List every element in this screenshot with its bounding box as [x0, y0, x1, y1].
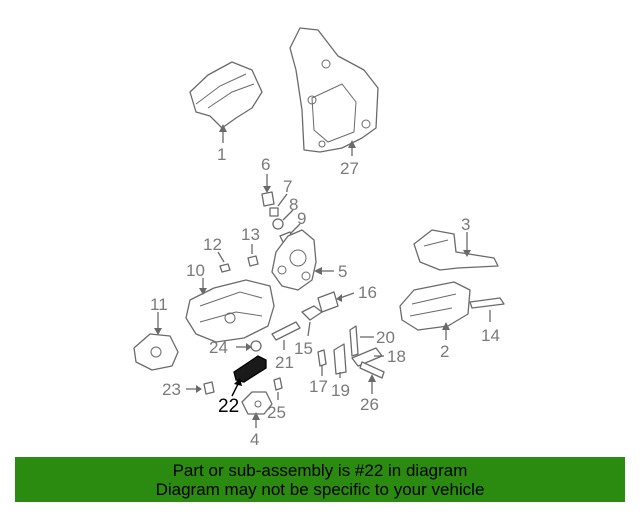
callout-25[interactable]: 25 — [267, 403, 286, 422]
part-20-spring[interactable] — [349, 325, 359, 357]
part-3-switch[interactable] — [413, 229, 499, 271]
arrow-23 — [186, 385, 202, 393]
part-10-lock-housing[interactable] — [185, 279, 275, 343]
part-25-screw[interactable] — [273, 377, 283, 391]
info-banner: Part or sub-assembly is #22 in diagram D… — [15, 457, 625, 502]
callout-21[interactable]: 21 — [275, 353, 294, 372]
part-19-link[interactable] — [333, 343, 347, 375]
arrow-22 — [231, 378, 242, 397]
part-14-lever[interactable] — [469, 297, 505, 309]
callout-14[interactable]: 14 — [481, 326, 500, 345]
part-26-rod[interactable] — [359, 361, 385, 379]
callout-24[interactable]: 24 — [209, 338, 228, 357]
callout-11[interactable]: 11 — [150, 295, 168, 314]
callout-8[interactable]: 8 — [289, 195, 298, 214]
callout-19[interactable]: 19 — [331, 381, 350, 400]
banner-line-1: Part or sub-assembly is #22 in diagram — [172, 461, 468, 480]
arrow-6 — [263, 174, 271, 193]
arrow-16 — [336, 292, 355, 302]
part-24-spring[interactable] — [250, 340, 262, 352]
part-21-rod[interactable] — [271, 321, 301, 341]
arrow-2 — [442, 322, 450, 340]
callout-26[interactable]: 26 — [360, 395, 379, 414]
callout-3[interactable]: 3 — [461, 215, 470, 234]
part-16-lever[interactable] — [317, 291, 339, 313]
callout-17[interactable]: 17 — [309, 377, 328, 396]
callout-10[interactable]: 10 — [186, 261, 205, 280]
arrow-27 — [348, 140, 356, 156]
arrow-15 — [307, 321, 311, 337]
callout-15[interactable]: 15 — [294, 339, 313, 358]
callout-16[interactable]: 16 — [358, 283, 377, 302]
part-12-pin[interactable] — [219, 263, 231, 273]
banner-line-2: Diagram may not be specific to your vehi… — [155, 480, 485, 499]
part-7-nut[interactable] — [269, 207, 279, 217]
part-8-washer[interactable] — [272, 218, 284, 230]
callout-9[interactable]: 9 — [297, 209, 306, 228]
arrow-7 — [277, 193, 288, 207]
part-6-bolt[interactable] — [261, 191, 275, 207]
callout-7[interactable]: 7 — [283, 177, 292, 196]
callout-23[interactable]: 23 — [162, 380, 181, 399]
callout-5[interactable]: 5 — [338, 262, 347, 281]
callout-27[interactable]: 27 — [340, 159, 359, 178]
part-23-bolt[interactable] — [203, 381, 215, 395]
arrow-11 — [154, 312, 162, 335]
part-13-screw[interactable] — [247, 255, 259, 267]
callout-6[interactable]: 6 — [261, 155, 270, 174]
arrow-12 — [217, 251, 225, 263]
callout-2[interactable]: 2 — [440, 342, 449, 361]
callout-12[interactable]: 12 — [203, 235, 222, 254]
arrow-9 — [289, 223, 301, 235]
part-1-shroud[interactable] — [189, 61, 263, 129]
callout-22[interactable]: 22 — [218, 396, 239, 417]
arrow-4 — [252, 412, 260, 428]
arrow-10 — [199, 278, 207, 295]
arrow-24 — [236, 343, 252, 351]
arrow-1 — [219, 124, 227, 143]
part-22-highlighted[interactable] — [233, 355, 267, 383]
callout-18[interactable]: 18 — [387, 347, 406, 366]
part-15-arm[interactable] — [301, 305, 323, 321]
callout-1[interactable]: 1 — [217, 145, 226, 164]
parts-diagram: 1 27 6 7 8 9 5 12 13 — [133, 27, 505, 449]
part-4-mount[interactable] — [241, 391, 273, 415]
arrow-26 — [368, 374, 376, 394]
part-2-lower-shroud[interactable] — [399, 281, 471, 331]
callout-4[interactable]: 4 — [250, 430, 259, 449]
arrow-3 — [463, 232, 471, 257]
part-11-bracket[interactable] — [133, 333, 179, 371]
part-27-bracket[interactable] — [289, 27, 379, 153]
callout-13[interactable]: 13 — [241, 225, 260, 244]
part-5-housing[interactable] — [271, 229, 317, 291]
arrow-5 — [314, 267, 334, 275]
part-17-pin[interactable] — [317, 349, 327, 367]
callout-20[interactable]: 20 — [376, 328, 395, 347]
arrow-8 — [282, 209, 294, 221]
